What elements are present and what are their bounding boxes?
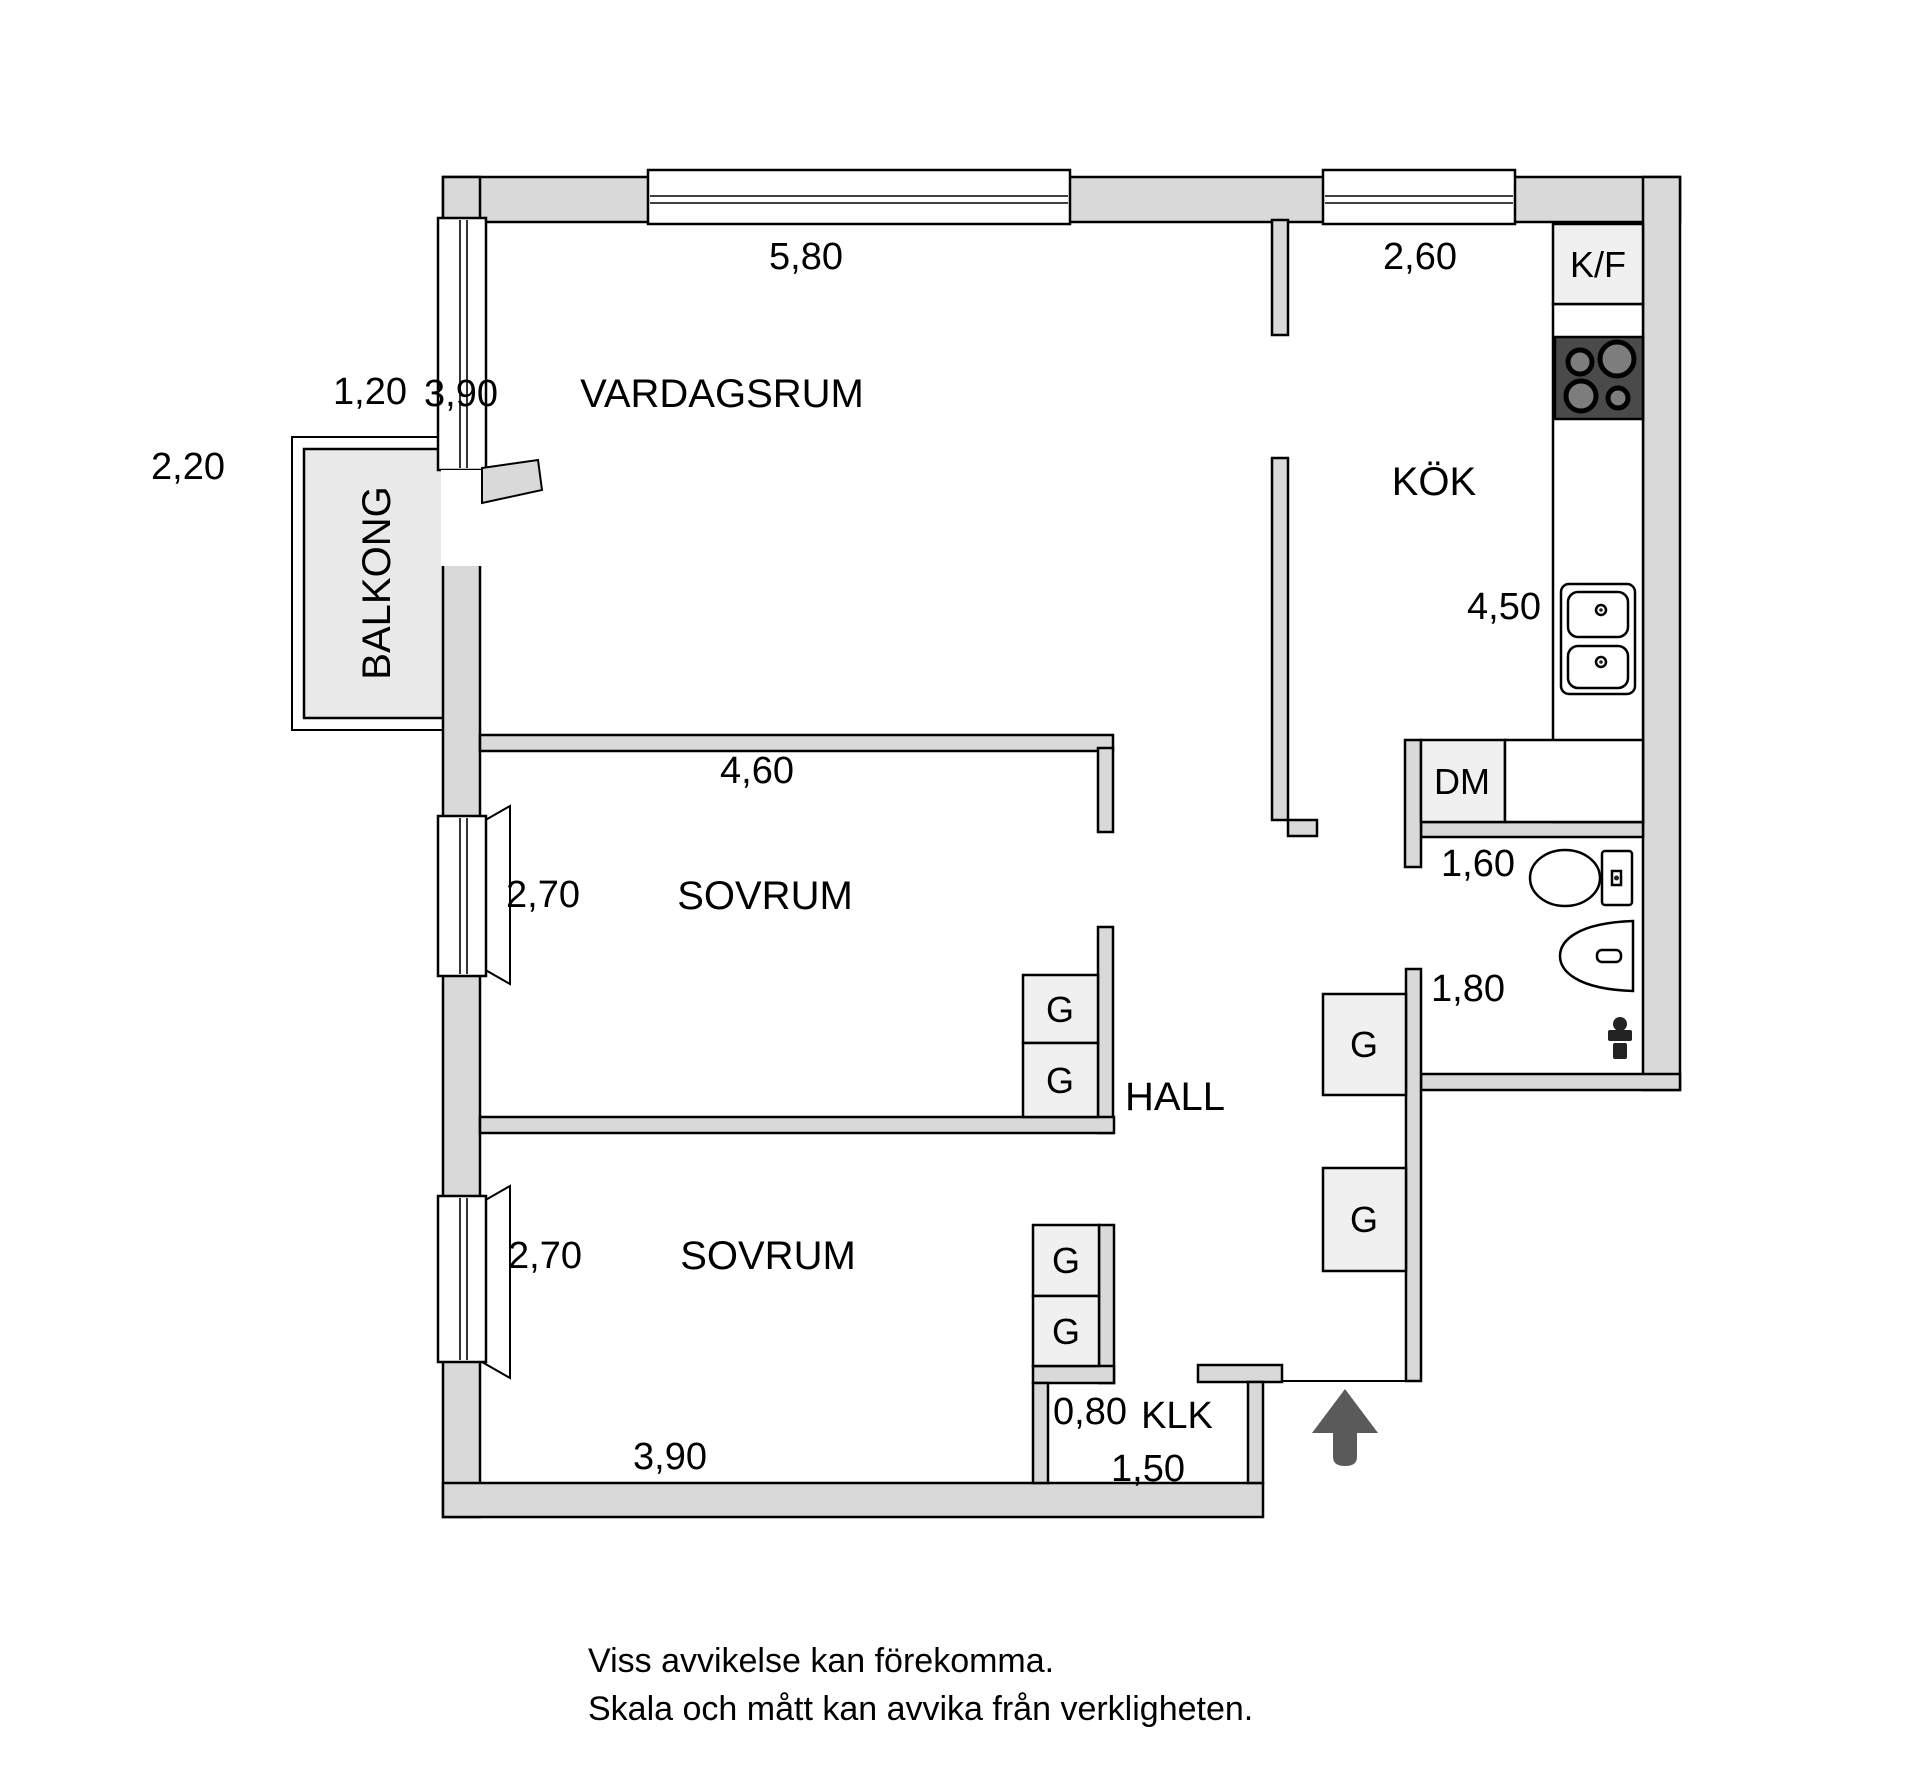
balcony-door-opening — [441, 470, 482, 566]
wall-kitchen-south — [1419, 820, 1645, 839]
wall-klk-east — [1246, 1380, 1265, 1485]
dim-kitchen-width: 2,60 — [1383, 236, 1457, 278]
wardrobes: G G G G G G — [1021, 973, 1408, 1368]
disclaimer: Viss avvikelse kan förekomma. Skala och … — [588, 1642, 1253, 1728]
wall-east — [1641, 175, 1682, 1092]
room-label-vardagsrum: VARDAGSRUM — [580, 372, 864, 416]
entrance-arrow-icon — [1312, 1389, 1378, 1466]
wardrobe-label: G — [1052, 1311, 1080, 1352]
dim-sovrum2-width: 3,90 — [633, 1436, 707, 1478]
fridge-freezer-box — [1551, 222, 1645, 306]
wall-bedroom-divider — [478, 1115, 1116, 1135]
wall-sovrum1-north-stub — [1096, 746, 1115, 834]
wardrobe-box — [1321, 992, 1408, 1097]
wall-hall-east — [1404, 967, 1423, 1383]
stove-burner — [1597, 339, 1637, 379]
wardrobe-label: G — [1350, 1024, 1378, 1065]
dim-balcony-width: 1,20 — [333, 371, 407, 413]
washbasin-icon — [1558, 919, 1635, 993]
window-sovrum2-west — [436, 1194, 488, 1364]
stove-burner — [1605, 385, 1631, 411]
dim-bathroom-height: 1,80 — [1431, 968, 1505, 1010]
sink-icon — [1559, 582, 1637, 696]
kitchen-counter-dm — [1503, 738, 1645, 824]
dim-kitchen-height: 4,50 — [1467, 586, 1541, 628]
wall-dishwasher-west — [1403, 738, 1423, 869]
windows — [436, 168, 1517, 1380]
bathroom-fixtures — [1528, 848, 1635, 1059]
wardrobe-label: G — [1052, 1240, 1080, 1281]
wall-bathroom-south — [1419, 1072, 1682, 1092]
wall-kitchen-partition-lower — [1270, 456, 1290, 822]
balcony-floor — [302, 447, 452, 720]
labels: 1,20 2,20 5,80 2,60 3,90 VARDAGSRUM KÖK … — [151, 236, 1541, 1490]
disclaimer-line-2: Skala och mått kan avvika från verklighe… — [588, 1690, 1253, 1728]
wardrobe-box — [1021, 1041, 1100, 1119]
wall-south — [441, 1481, 1265, 1519]
fridge-freezer-label: K/F — [1570, 244, 1626, 285]
wardrobe-box — [1031, 1223, 1101, 1298]
room-label-sovrum2: SOVRUM — [680, 1234, 856, 1278]
wall-kitchen-partition-upper — [1270, 218, 1290, 337]
wall-sovrum1-north — [478, 733, 1115, 753]
wall-wardrobe-bottom — [1031, 1364, 1116, 1385]
room-label-kok: KÖK — [1392, 460, 1477, 504]
dim-sovrum1-height: 2,70 — [506, 874, 580, 916]
wall-sovrum1-east — [1096, 925, 1115, 1135]
dim-balcony-height: 2,20 — [151, 446, 225, 488]
kitchen-fixtures: K/F DM — [1419, 222, 1645, 824]
window-sovrum1-west — [436, 814, 488, 978]
room-label-hall: HALL — [1125, 1075, 1225, 1119]
dim-sovrum1-width: 4,60 — [720, 750, 794, 792]
balcony: BALKONG — [291, 436, 463, 731]
dim-livingroom-height: 3,90 — [424, 373, 498, 415]
window-kitchen-north — [1321, 168, 1517, 226]
dim-klk-width: 1,50 — [1111, 1448, 1185, 1490]
dim-livingroom-width: 5,80 — [769, 236, 843, 278]
stove-burner — [1565, 347, 1595, 377]
room-label-sovrum1: SOVRUM — [677, 874, 853, 918]
wardrobe-box — [1031, 1294, 1101, 1368]
window-livingroom-west — [436, 216, 488, 472]
window-livingroom-north — [646, 168, 1072, 226]
dishwasher-box — [1419, 738, 1507, 824]
wall-sovrum2-wardrobe — [1097, 1223, 1116, 1385]
wardrobe-label: G — [1350, 1199, 1378, 1240]
dim-klk-door: 0,80 — [1053, 1391, 1127, 1433]
disclaimer-line-1: Viss avvikelse kan förekomma. — [588, 1642, 1054, 1680]
wall-kitchen-partition-foot — [1286, 818, 1319, 838]
balcony-door-leaf — [481, 458, 544, 505]
room-label-balkong: BALKONG — [355, 486, 399, 679]
dishwasher-label: DM — [1434, 761, 1490, 802]
wardrobe-label: G — [1046, 1060, 1074, 1101]
tap-icon — [1608, 1017, 1632, 1059]
wall-klk-north — [1196, 1363, 1284, 1384]
dim-sovrum2-height: 2,70 — [508, 1235, 582, 1277]
wardrobe-box — [1321, 1166, 1408, 1273]
stove-burner — [1563, 378, 1599, 414]
wall-sovrum2-east — [1031, 1381, 1050, 1485]
toilet-icon — [1528, 848, 1634, 908]
room-label-klk: KLK — [1141, 1395, 1213, 1437]
wardrobe-label: G — [1046, 989, 1074, 1030]
wardrobe-box — [1021, 973, 1100, 1045]
dim-bathroom-width: 1,60 — [1441, 843, 1515, 885]
